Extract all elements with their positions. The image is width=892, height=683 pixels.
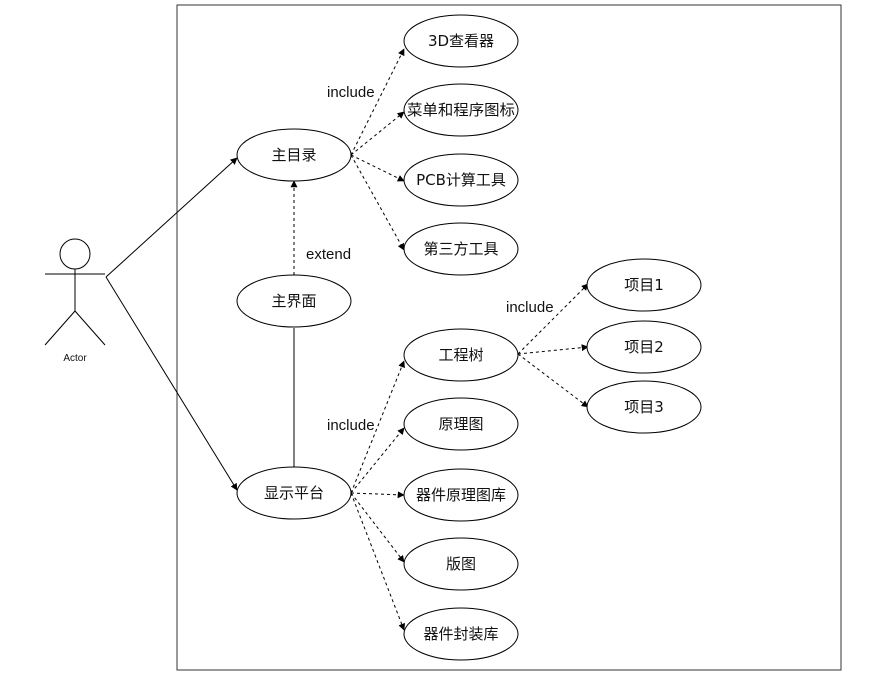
use-case-item2-label: 项目2 [624, 338, 664, 356]
system-boundary [176, 4, 842, 671]
use-case-lib-schematic[interactable] [403, 468, 519, 522]
include-label-top: include [327, 84, 375, 101]
use-case-layout[interactable] [403, 537, 519, 591]
include-bottom-lines [350, 360, 405, 631]
include-top-lines [350, 48, 405, 251]
actor-head [59, 238, 91, 270]
use-case-item2[interactable] [586, 320, 702, 374]
use-case-menu-icons-label: 菜单和程序图标 [407, 101, 515, 119]
use-case-schematic-label: 原理图 [438, 415, 483, 433]
use-case-lib-package-label: 器件封装库 [423, 625, 498, 643]
use-case-3d-viewer[interactable] [403, 14, 519, 68]
use-case-display-label: 显示平台 [264, 484, 324, 502]
actor-left-leg [44, 310, 76, 346]
use-case-main-ui[interactable] [236, 274, 352, 328]
use-case-main-menu-label: 主目录 [271, 146, 316, 164]
use-case-lib-schematic-label: 器件原理图库 [416, 486, 506, 504]
use-case-3d-viewer-label: 3D查看器 [428, 32, 494, 50]
use-case-menu-icons[interactable] [403, 83, 519, 137]
use-case-pcb-tool-label: PCB计算工具 [416, 171, 506, 189]
use-case-third-party-label: 第三方工具 [423, 240, 498, 258]
use-case-pcb-tool[interactable] [403, 153, 519, 207]
use-case-layout-label: 版图 [446, 555, 476, 573]
include-label-bottom: include [327, 417, 375, 434]
use-case-main-menu[interactable] [236, 128, 352, 182]
extend-label: extend [306, 246, 351, 263]
use-case-item3-label: 项目3 [624, 398, 664, 416]
use-case-project-tree[interactable] [403, 328, 519, 382]
actor-label: Actor [63, 353, 87, 364]
actor-right-leg [74, 310, 106, 346]
use-case-item1[interactable] [586, 258, 702, 312]
include-tree-lines [517, 283, 589, 408]
assoc-actor-main-menu [105, 157, 238, 278]
use-case-main-ui-label: 主界面 [271, 292, 316, 310]
use-case-lib-package[interactable] [403, 607, 519, 661]
use-case-item1-label: 项目1 [624, 276, 664, 294]
use-case-third-party[interactable] [403, 222, 519, 276]
actor-figure[interactable] [44, 238, 106, 346]
use-case-project-tree-label: 工程树 [438, 346, 483, 364]
use-case-item3[interactable] [586, 380, 702, 434]
assoc-actor-display [105, 276, 238, 491]
include-label-tree: include [506, 299, 554, 316]
use-case-schematic[interactable] [403, 397, 519, 451]
use-case-display[interactable] [236, 466, 352, 520]
